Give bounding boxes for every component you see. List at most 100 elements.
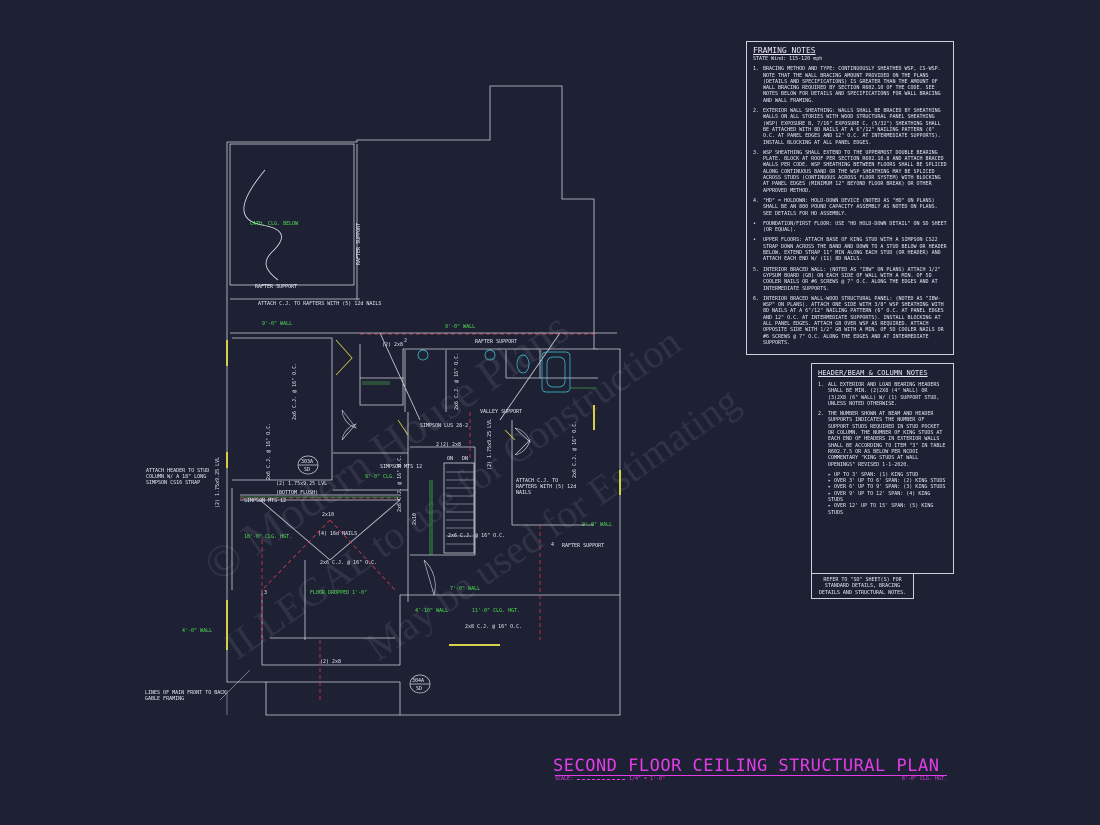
framing-notes-wind: STATE Wind: 115-120 mph (753, 56, 823, 62)
label-sd-303a: 303A (301, 459, 313, 465)
note-number: • (753, 220, 757, 227)
note-item: 1.Bracing method and type: Continuously … (753, 66, 947, 104)
label-cj-mid2: 2x6 C.J. @ 16" O.C. (448, 533, 505, 539)
label-sd-tag: SD (304, 467, 310, 473)
label-rafter-support-vertical: RAFTER SUPPORT (356, 223, 362, 265)
note-number: 3. (753, 149, 760, 156)
label-hdr-2x8-a: (2) 2x8 (382, 342, 403, 348)
bullet-text: Up to 3' span: (1) king stud (834, 471, 919, 478)
refer-note-box: REFER TO "SD" SHEET(S) FOR STANDARD DETA… (811, 573, 914, 599)
bullet-text: Over 3' up to 6' span: (2) king studs (834, 478, 946, 485)
note-text: All exterior and load bearing headers sh… (828, 382, 940, 407)
label-cj-right: 2x6 C.J. @ 16" O.C. (572, 421, 578, 478)
note-item: 4."HD" = Holdown: Hold-down device (note… (753, 198, 947, 217)
scale-row: SCALE: 1/4" = 1'-0" 8'-0" CLG. HGT. (555, 776, 947, 784)
header-notes-list: 1.All exterior and load bearing headers … (818, 382, 947, 468)
king-stud-bullet: ▸ Over 9' up to 12' span: (4) king studs (828, 490, 931, 504)
label-wall-7ft: 7'-0" WALL (450, 586, 480, 592)
label-wall-9ft: 9'-0" WALL (262, 321, 292, 327)
note-text: WSP sheathing shall extend to the upperm… (763, 149, 947, 194)
label-cj-small-1: 2x6 C.J. @ 16" O.C. (266, 423, 272, 480)
note-number: 1. (753, 66, 760, 73)
king-stud-bullet: ▸ Over 6' up to 9' span: (3) king studs (828, 484, 946, 491)
label-hdr-2x8-c: (2) 2x8 (320, 659, 341, 665)
note-item: 5.Interior braced wall: (noted as "IBW" … (753, 267, 947, 292)
beam-lines (240, 333, 598, 700)
note-text: The number shown at beam and header supp… (828, 411, 946, 468)
label-lvl-vertical: (2) 1.75x9.25 LVL (215, 457, 221, 508)
note-number: 4. (753, 197, 760, 204)
label-num-3: 3 (264, 590, 267, 596)
label-wall-4ft: 4'-10" WALL (415, 608, 448, 614)
label-cj-lower: 2x6 C.J. @ 16" O.C. (320, 560, 377, 566)
label-stair-dn: DN (462, 456, 468, 462)
header-notes-panel: HEADER/BEAM & COLUMN NOTES 1.All exterio… (811, 363, 954, 574)
label-num-2b: 2 (436, 442, 439, 448)
scale-dash (577, 779, 625, 780)
label-sd-304a: 304A (412, 678, 424, 684)
king-stud-bullet: ▸ Up to 3' span: (1) king stud (828, 471, 919, 478)
scale-label: SCALE: (555, 776, 574, 782)
label-cj-mid: 2x6 C.J. @ 16" O.C. (454, 353, 460, 410)
king-stud-bullet: ▸ Over 3' up to 6' span: (2) king studs (828, 478, 946, 485)
fixtures (417, 349, 571, 393)
label-bottom-flush: (BOTTOM FLUSH) (276, 490, 318, 496)
note-number: 2. (818, 411, 825, 418)
label-gable-note: LINES OF MAIN FRONT TO BACK GABLE FRAMIN… (145, 690, 227, 702)
king-stud-bullet: ▸ Over 12' up to 15' span: (5) king stud… (828, 503, 934, 516)
label-simpson-lus: SIMPSON LUS 28-2 (420, 423, 468, 429)
bullet-text: Over 9' up to 12' span: (4) king studs (828, 490, 931, 504)
note-item: 6.Interior braced wall-wood structural p… (753, 296, 947, 346)
label-num-2a: 2 (404, 338, 407, 344)
note-text: Interior braced wall-wood structural pan… (763, 295, 944, 346)
label-cath-clg: CATH. CLG. BELOW (250, 221, 299, 227)
header-notes-heading: HEADER/BEAM & COLUMN NOTES (818, 369, 928, 377)
note-number: 5. (753, 266, 760, 273)
windows (226, 340, 621, 650)
label-hdr-2x10: 2x10 (322, 512, 334, 518)
framing-notes-heading: FRAMING NOTES (753, 46, 816, 55)
scale-value: 1/4" = 1'-0" (629, 776, 666, 782)
label-wall-4ft-left: 4'-0" WALL (182, 628, 212, 634)
label-hgt-10ft: 10'-0" CLG. HGT. (244, 534, 292, 540)
label-cj-left: 2x6 C.J. @ 16" O.C. (292, 363, 298, 420)
note-text: Upper floors: Attach base of king stud w… (763, 237, 947, 263)
framing-notes-panel: FRAMING NOTES STATE Wind: 115-120 mph 1.… (746, 41, 954, 355)
label-lvl-right: (2) 1.75x9.25 LVL (487, 419, 493, 470)
ceiling-height: 8'-0" CLG. HGT. (901, 776, 947, 782)
plan-walls (219, 85, 621, 716)
label-sd-tag-2: SD (416, 686, 422, 692)
label-hgt-11ft: 11'-0" CLG. HGT. (472, 608, 520, 614)
label-rafter-support-2: RAFTER SUPPORT (475, 339, 517, 345)
note-text: Interior braced wall: (noted as "IBW" on… (763, 266, 941, 292)
label-rafter-support-3: RAFTER SUPPORT (562, 543, 604, 549)
note-number: • (753, 237, 757, 244)
note-item: • Foundation/first floor: Use "HD Hold-do… (753, 221, 947, 234)
title-underline (555, 775, 947, 776)
note-text: "HD" = Holdown: Hold-down device (noted … (763, 197, 938, 217)
label-num-4: 4 (551, 542, 554, 548)
refer-note-text: REFER TO "SD" SHEET(S) FOR STANDARD DETA… (818, 577, 907, 596)
note-number: 2. (753, 108, 760, 115)
label-hdr-2x10-vertical: 2x10 (412, 513, 418, 525)
label-wall-9ft-c: 9'-0" WALL (582, 522, 612, 528)
note-item: 2.Exterior wall sheathing: Walls shall b… (753, 108, 947, 146)
note-text: Foundation/first floor: Use "HD Hold-dow… (763, 220, 947, 234)
note-item: 3.WSP sheathing shall extend to the uppe… (753, 150, 947, 194)
bullet-text: Over 12' up to 15' span: (5) king studs (828, 503, 934, 516)
label-clg-9ft: 9'-0" CLG. (365, 474, 395, 480)
label-simpson-mts-2: SIMPSON MTS 12 (244, 498, 286, 504)
note-text: Bracing method and type: Continuously sh… (763, 66, 941, 104)
label-rafter-support-1: RAFTER SUPPORT (255, 284, 297, 290)
cath-ceiling-curve (243, 169, 282, 281)
label-lvl-bottom: (2) 1.75x9.25 LVL (276, 481, 327, 487)
label-simpson-mts: SIMPSON MTS 12 (380, 464, 422, 470)
label-cj-vertical-small: 2x6 C.J. @ 16" O.C. (397, 455, 403, 512)
note-number: 6. (753, 295, 760, 302)
label-stair-on: ON (447, 456, 453, 462)
label-wall-9ft-b: 9'-0" WALL (445, 324, 475, 330)
label-attach-cj-2: ATTACH C.J. TO RAFTERS WITH (5) 12d NAIL… (516, 478, 577, 496)
note-number: 1. (818, 382, 825, 388)
